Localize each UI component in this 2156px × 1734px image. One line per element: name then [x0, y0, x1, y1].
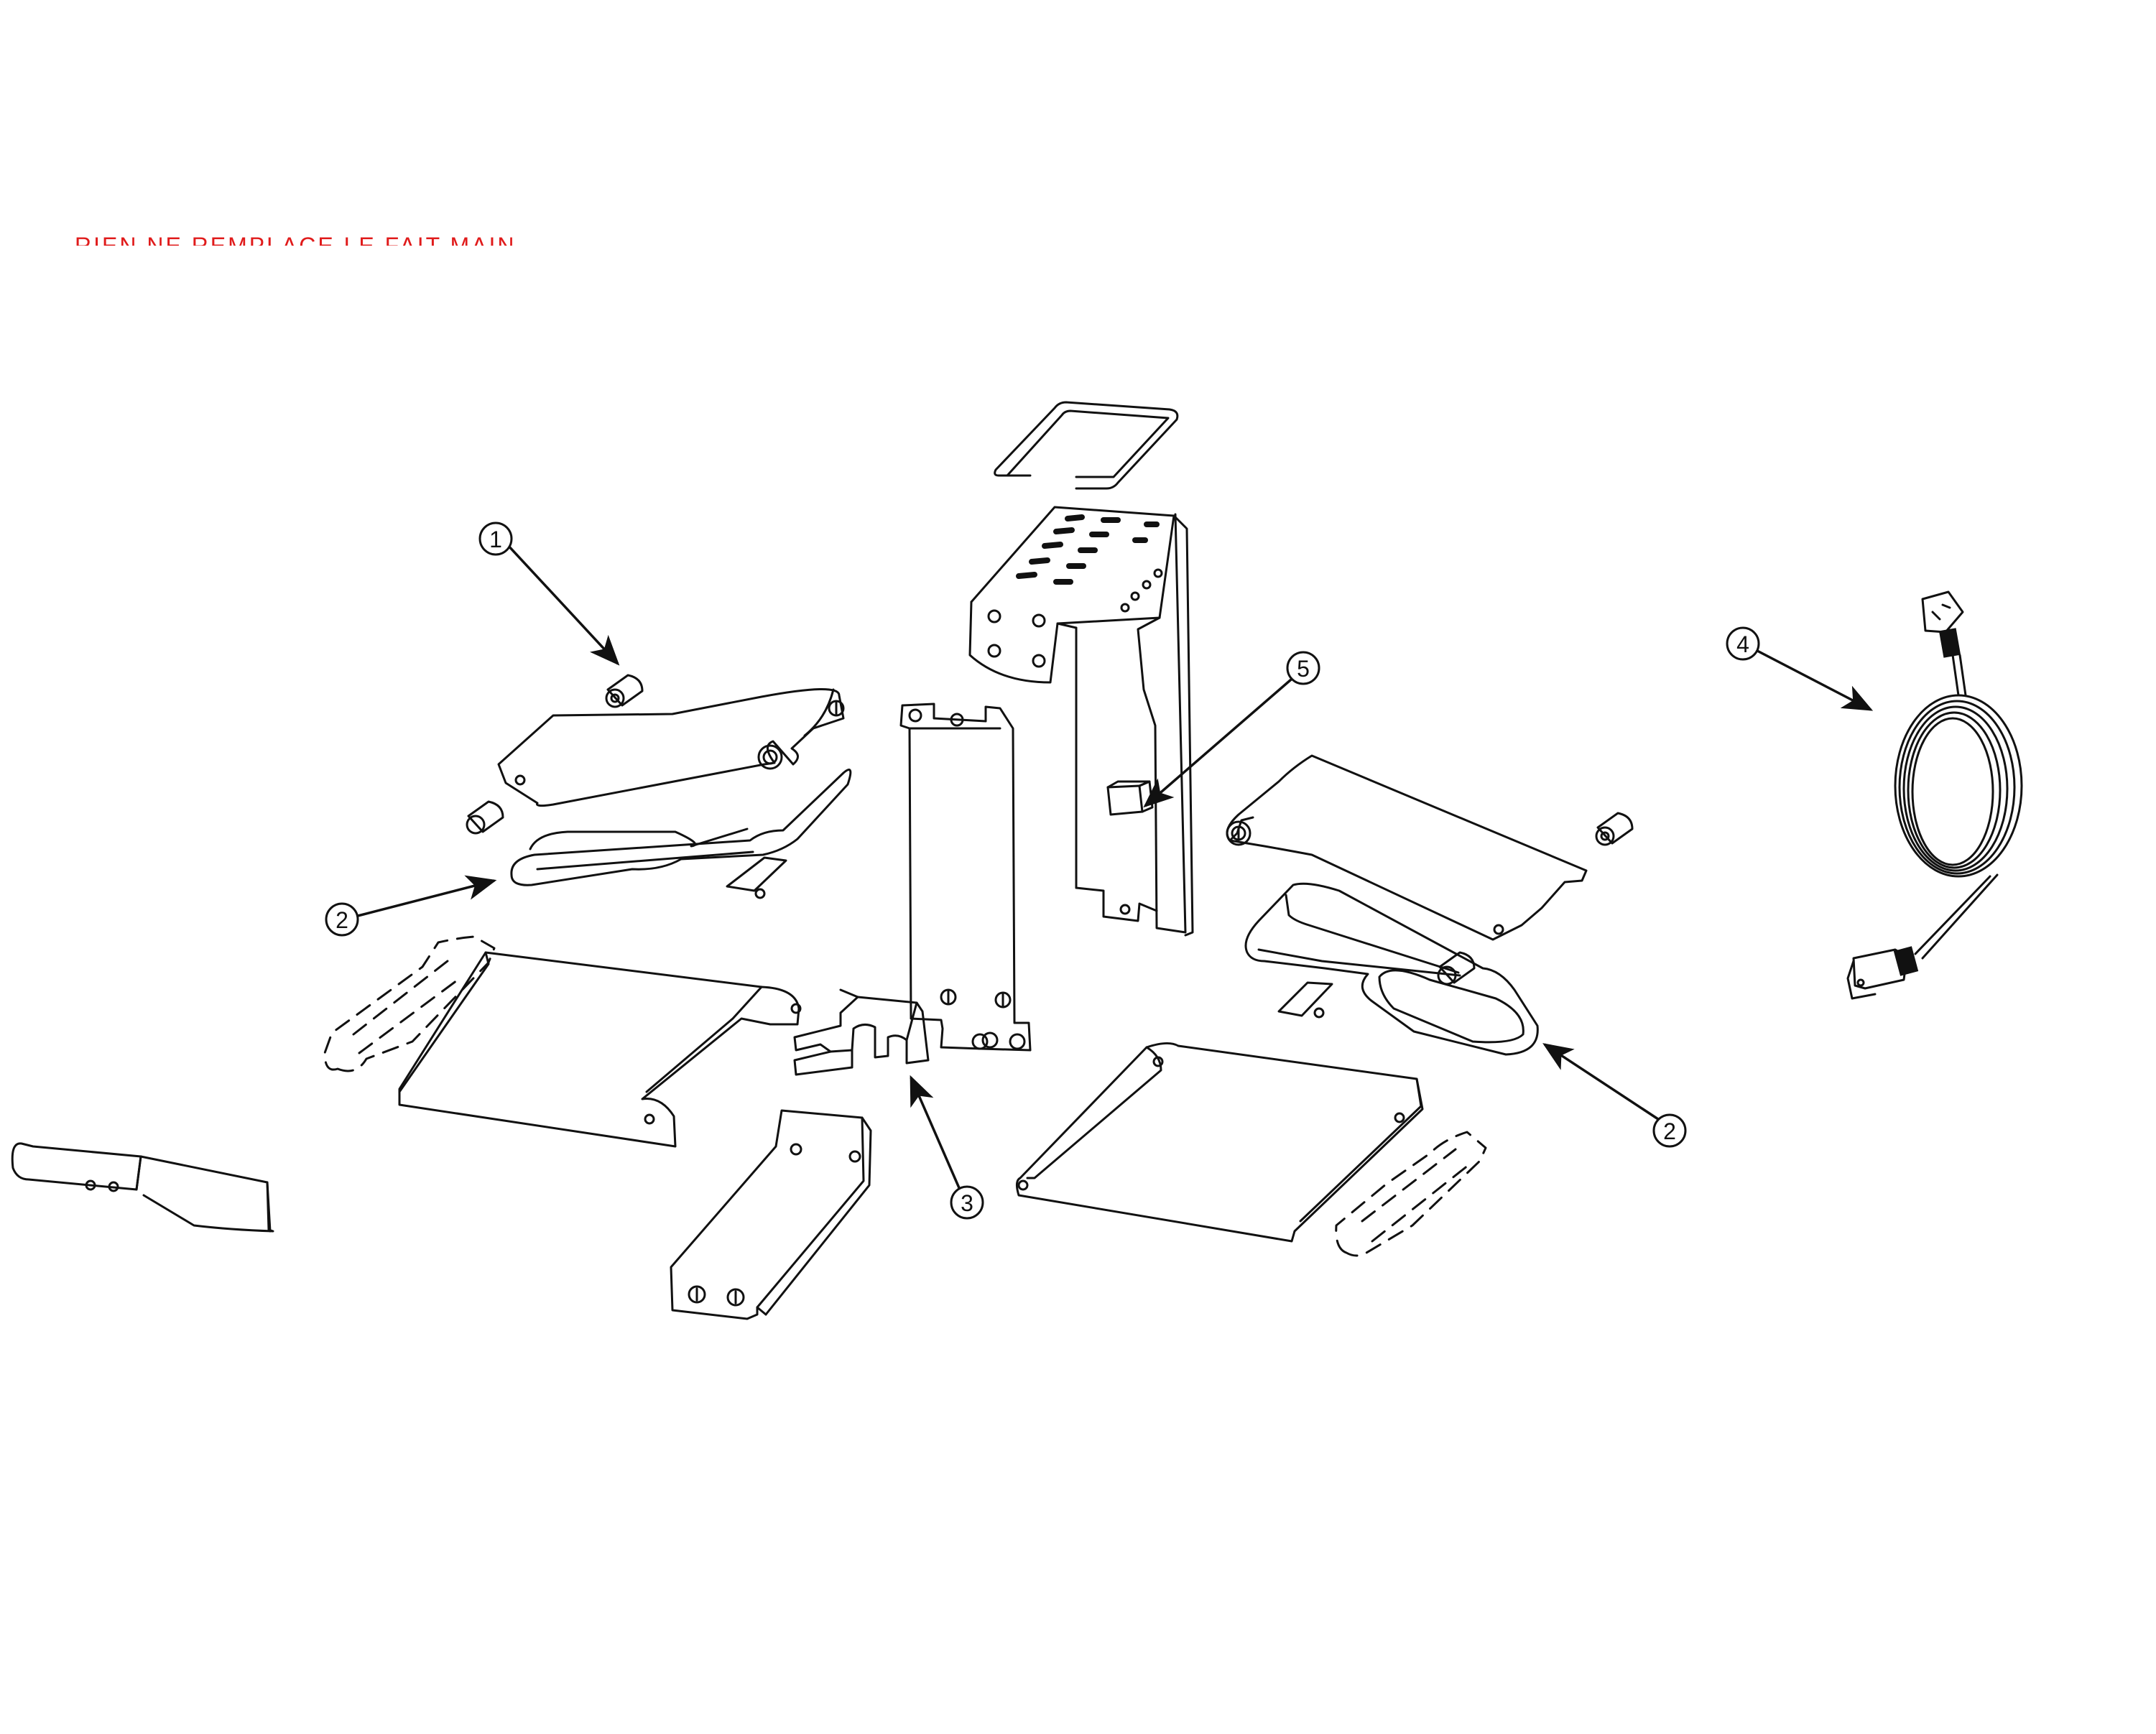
left-cover-plate: [497, 688, 845, 807]
heating-element-left: [510, 769, 852, 899]
callout-arrows: [354, 543, 1874, 1190]
knob-left-lower: [466, 800, 504, 835]
arrow-2b: [1542, 1043, 1659, 1121]
arrow-1: [506, 543, 620, 666]
left-base-tray: [398, 951, 802, 1148]
arrow-2a: [354, 875, 497, 918]
knob-left: [605, 674, 644, 708]
lower-bracket: [670, 1109, 872, 1320]
callout-4-label: 4: [1736, 631, 1749, 657]
header-text: RIEN NE REMPLACE LE FAIT MAIN: [75, 233, 517, 246]
callout-2a: 2: [325, 902, 359, 937]
callout-2b-label: 2: [1663, 1118, 1676, 1144]
arrow-4: [1757, 649, 1874, 711]
right-cover-plate: [1226, 754, 1588, 941]
heating-element-right: [1244, 882, 1539, 1056]
callout-2a-label: 2: [336, 907, 348, 933]
right-dashed-handle: [1335, 1131, 1487, 1257]
callout-3-label: 3: [961, 1190, 973, 1216]
arrow-5: [1143, 674, 1297, 808]
callout-1-label: 1: [489, 527, 502, 552]
callout-4: 4: [1726, 626, 1760, 661]
callout-5-label: 5: [1297, 656, 1310, 682]
callout-1: 1: [478, 521, 513, 556]
callout-3: 3: [950, 1185, 984, 1220]
callout-2b: 2: [1652, 1113, 1687, 1148]
switch-center: [1106, 780, 1154, 816]
callout-5: 5: [1286, 651, 1320, 685]
power-cord: [1846, 590, 2023, 1000]
central-panel: [899, 703, 1032, 1052]
left-dashed-handle: [323, 935, 496, 1072]
bracket-center: [793, 988, 930, 1076]
knife: [11, 1142, 274, 1233]
wire-handle: [994, 401, 1179, 490]
arrow-3: [910, 1075, 961, 1190]
knob-right-upper: [1595, 812, 1634, 846]
central-housing: [968, 506, 1194, 937]
right-base-tray: [1015, 1042, 1424, 1243]
